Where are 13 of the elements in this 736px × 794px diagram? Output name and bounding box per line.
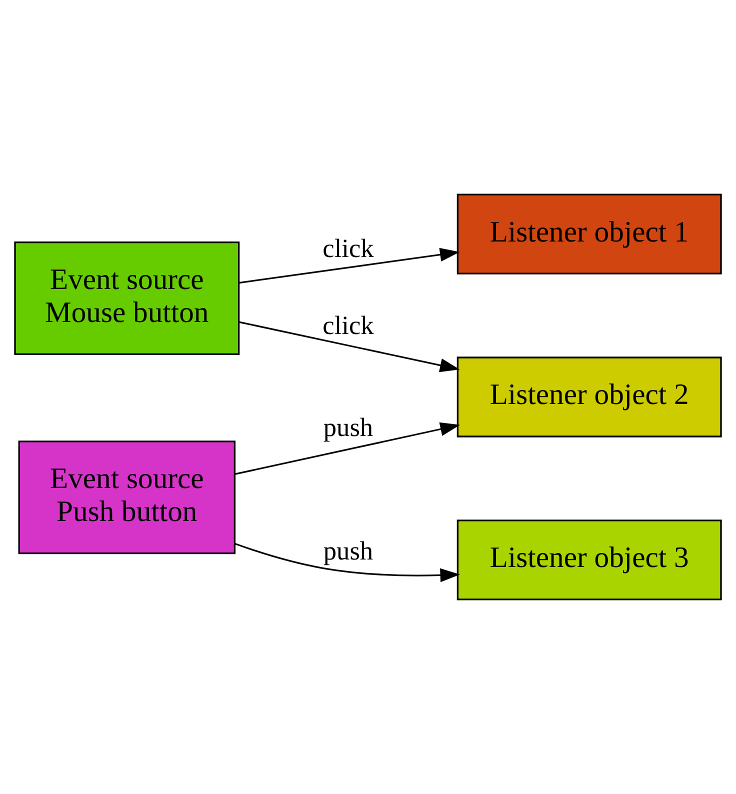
node-box: Listener object 1 [456,194,722,274]
node-box: Listener object 3 [456,520,722,600]
arrow [239,248,460,284]
edge-label: push [323,413,374,442]
edge-label: click [322,311,374,340]
node-box: Event source Push button [18,440,236,554]
node-box: Event source Mouse button [14,241,240,356]
edge-label: push [323,536,374,566]
arrow [234,542,460,582]
edge-label: click [322,234,374,263]
arrow [234,422,460,475]
arrow [238,321,460,372]
node-box: Listener object 2 [456,356,722,438]
